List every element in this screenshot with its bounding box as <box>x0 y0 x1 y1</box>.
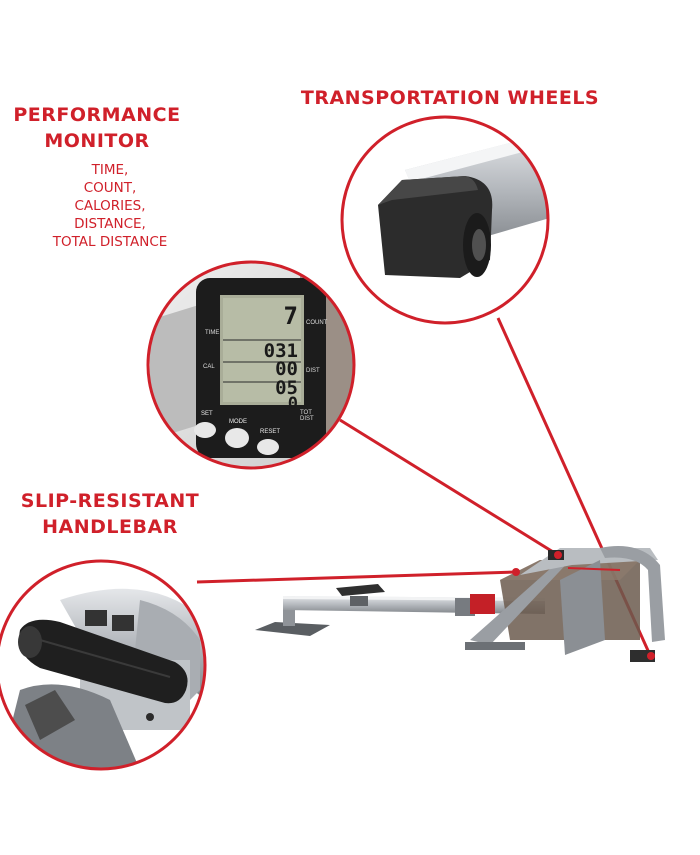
reset-button-label: RESET <box>260 429 281 435</box>
connector-line-handlebar <box>196 570 517 584</box>
feature-distance: DISTANCE, <box>74 216 146 232</box>
set-button-label: SET <box>201 411 213 417</box>
reset-button-shape <box>257 439 279 455</box>
lcd-calories-value: 05 <box>275 377 298 399</box>
slip-resistant-handlebar-title: SLIP-RESISTANT HANDLEBAR <box>20 490 200 538</box>
lcd-label-dist: DIST <box>306 368 320 374</box>
performance-monitor-title: PERFORMANCE MONITOR <box>13 104 181 152</box>
lcd-label-cal: CAL <box>203 364 215 370</box>
rowing-machine <box>255 546 665 662</box>
lcd-total-distance-value: 0 <box>287 394 298 414</box>
lcd-label-time: TIME <box>205 330 220 336</box>
feature-calories: CALORIES, <box>74 198 146 214</box>
mode-button-shape <box>225 428 249 448</box>
feature-count: COUNT, <box>83 180 137 196</box>
connector-line-monitor <box>339 418 559 557</box>
lcd-label-count: COUNT <box>306 320 328 326</box>
set-button-shape <box>194 422 216 438</box>
mode-button-label: MODE <box>229 419 247 425</box>
feature-time: TIME, <box>91 162 129 178</box>
lcd-label-tot-dist: TOT DIST <box>300 410 314 422</box>
feature-total-distance: TOTAL DISTANCE <box>52 234 168 250</box>
lcd-count-value: 7 <box>283 302 298 330</box>
wheels-zoom <box>342 117 548 323</box>
lcd-distance-value: 00 <box>275 358 298 380</box>
lcd-time-value: 031 <box>263 340 298 362</box>
transportation-wheels-title: TRANSPORTATION WHEELS <box>300 87 600 109</box>
